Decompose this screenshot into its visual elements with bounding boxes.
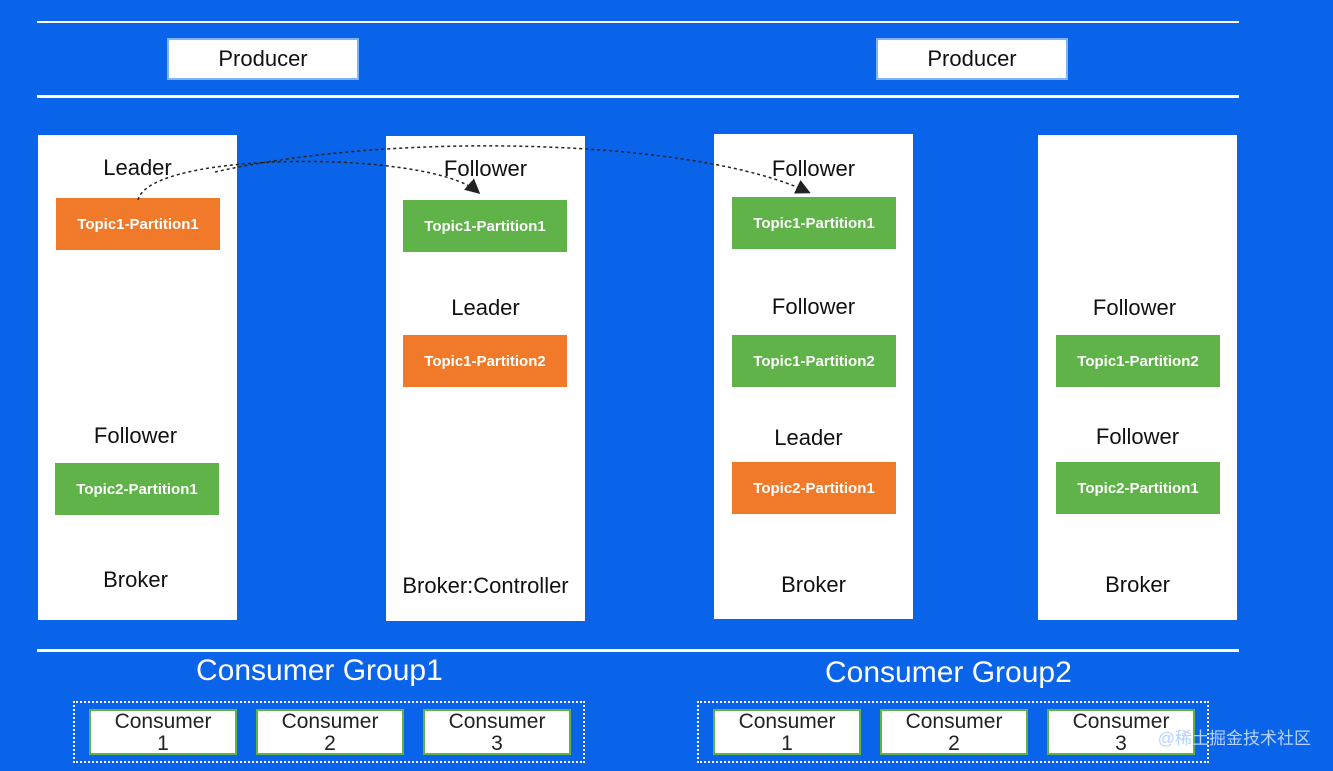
consumer-label: Consumer [114,710,212,733]
consumer-number: 2 [324,732,336,755]
replica-role-label: Leader [774,425,843,450]
consumer-label: Consumer [448,710,546,733]
replica-role-label: Leader [451,295,520,320]
top-divider [37,21,1239,23]
partition-follower: Topic1-Partition2 [1056,335,1220,387]
partition-follower: Topic1-Partition1 [403,200,567,252]
broker-box: Follower Topic1-Partition1 Leader Topic1… [386,136,585,621]
watermark-text: @稀土掘金技术社区 [1157,729,1311,748]
consumer-number: 1 [781,732,793,755]
broker-name: Broker:Controller [402,573,569,598]
replica-role-label: Follower [443,156,528,181]
producer-divider [37,95,1239,98]
replica-role-label: Leader [103,155,172,180]
replica-role-label: Follower [771,294,856,319]
replication-arrow [137,160,481,201]
broker-name: Broker [1105,572,1170,597]
consumer-box: Consumer 1 [713,709,861,755]
replication-arrow [214,145,811,194]
broker-box: Follower Topic1-Partition1 Follower Topi… [714,134,913,619]
broker-name: Broker [103,567,168,592]
partition-leader: Topic1-Partition1 [56,198,220,250]
consumer-group-title: Consumer Group1 [196,654,443,687]
consumer-group-box: Consumer 1 Consumer 2 Consumer 3 [697,701,1209,763]
partition-leader: Topic2-Partition1 [732,462,896,514]
consumer-label: Consumer [1072,710,1170,733]
broker-box: Leader Topic1-Partition1 Follower Topic2… [38,135,237,620]
partition-follower: Topic2-Partition1 [55,463,219,515]
broker-name: Broker [781,572,846,597]
consumer-group-title: Consumer Group2 [825,656,1072,689]
consumer-box: Consumer 2 [256,709,404,755]
partition-follower: Topic1-Partition2 [732,335,896,387]
consumer-box: Consumer 3 [1047,709,1195,755]
producer-box: Producer [876,38,1068,80]
consumer-box: Consumer 3 [423,709,571,755]
consumer-label: Consumer [738,710,836,733]
consumer-box: Consumer 2 [880,709,1028,755]
broker-box: Follower Topic1-Partition2 Follower Topi… [1038,135,1237,620]
partition-leader: Topic1-Partition2 [403,335,567,387]
replica-role-label: Follower [93,423,178,448]
consumer-divider [37,649,1239,652]
consumer-label: Consumer [281,710,379,733]
consumer-label: Consumer [905,710,1003,733]
consumer-number: 3 [1115,732,1127,755]
replica-role-label: Follower [1092,295,1177,320]
consumer-group-box: Consumer 1 Consumer 2 Consumer 3 [73,701,585,763]
producer-box: Producer [167,38,359,80]
partition-follower: Topic1-Partition1 [732,197,896,249]
replica-role-label: Follower [1095,424,1180,449]
partition-follower: Topic2-Partition1 [1056,462,1220,514]
consumer-number: 3 [491,732,503,755]
consumer-number: 1 [157,732,169,755]
replica-role-label: Follower [771,156,856,181]
consumer-number: 2 [948,732,960,755]
consumer-box: Consumer 1 [89,709,237,755]
